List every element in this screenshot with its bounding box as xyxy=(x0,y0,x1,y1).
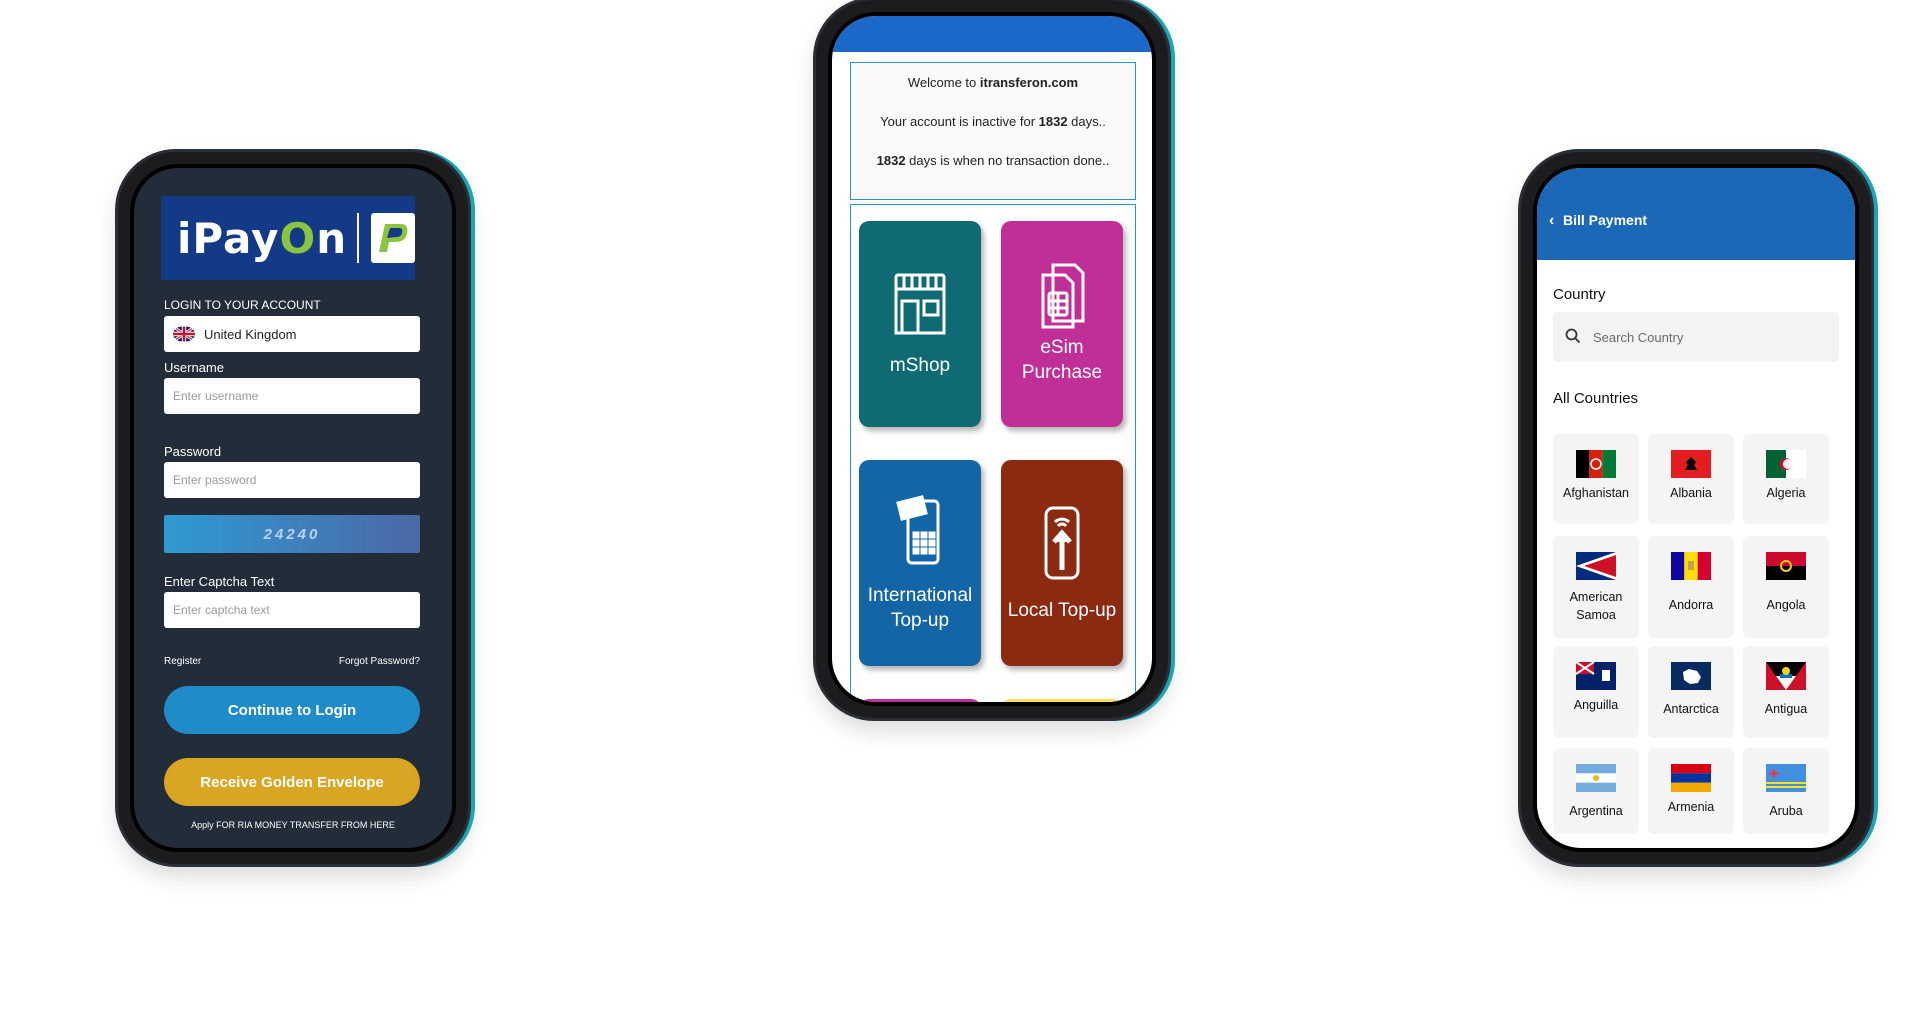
tile-partial[interactable] xyxy=(859,699,981,702)
home-screen: Welcome to itransferon.com Your account … xyxy=(832,16,1152,702)
country-search-input[interactable]: Search Country xyxy=(1553,312,1839,362)
tile-label: International Top-up xyxy=(867,585,973,631)
tile-esim[interactable]: eSim Purchase xyxy=(1001,221,1123,427)
country-cell[interactable]: Angola xyxy=(1743,536,1829,638)
american-samoa-flag-icon xyxy=(1576,552,1616,580)
antarctica-flag-icon xyxy=(1671,662,1711,690)
tile-label: eSim Purchase xyxy=(1021,337,1103,383)
algeria-flag-icon xyxy=(1766,450,1806,478)
argentina-flag-icon xyxy=(1576,764,1616,792)
service-tiles: mShop eSim Purchase xyxy=(850,204,1136,702)
country-cell[interactable]: American Samoa xyxy=(1553,536,1639,638)
captcha-image: 24240 xyxy=(164,515,420,553)
captcha-input[interactable]: Enter captcha text xyxy=(164,592,420,628)
country-cell[interactable]: Argentina xyxy=(1553,748,1639,834)
password-label: Password xyxy=(164,444,222,459)
country-label: Country xyxy=(1553,286,1606,303)
inactive-line: Your account is inactive for 1832 days.. xyxy=(880,114,1106,129)
golden-envelope-button[interactable]: Receive Golden Envelope xyxy=(164,758,420,806)
mobile-topup-icon xyxy=(894,493,946,571)
shop-icon xyxy=(893,271,947,343)
ipayon-logo: iPayOn xyxy=(161,196,415,280)
country-select-value: United Kingdom xyxy=(204,326,297,342)
country-cell[interactable]: Afghanistan xyxy=(1553,434,1639,524)
anguilla-flag-icon xyxy=(1576,662,1616,690)
register-link[interactable]: Register xyxy=(164,656,202,667)
phone-bezel: ‹ Bill Payment Country Search Country Al… xyxy=(1533,164,1859,852)
welcome-panel: Welcome to itransferon.com Your account … xyxy=(850,62,1136,200)
bill-title: Bill Payment xyxy=(1563,212,1648,228)
login-section-title: LOGIN TO YOUR ACCOUNT xyxy=(164,298,321,312)
all-countries-label: All Countries xyxy=(1553,390,1639,407)
angola-flag-icon xyxy=(1766,552,1806,580)
phone-bezel: iPayOn LOGIN TO YOUR ACCOUNT Un xyxy=(130,164,456,852)
back-chevron-icon[interactable]: ‹ xyxy=(1549,212,1555,229)
country-cell[interactable]: Antarctica xyxy=(1648,646,1734,738)
aruba-flag-icon xyxy=(1766,764,1806,792)
country-select[interactable]: United Kingdom xyxy=(164,316,420,352)
bill-phone: ‹ Bill Payment Country Search Country Al… xyxy=(1521,152,1871,864)
bill-screen: ‹ Bill Payment Country Search Country Al… xyxy=(1537,168,1855,848)
tile-label: Local Top-up xyxy=(1007,600,1117,621)
welcome-line: Welcome to itransferon.com xyxy=(907,75,1079,90)
username-label: Username xyxy=(164,360,224,375)
search-placeholder: Search Country xyxy=(1593,329,1684,345)
country-cell[interactable]: Algeria xyxy=(1743,434,1829,524)
andorra-flag-icon xyxy=(1671,552,1711,580)
country-cell[interactable]: Albania xyxy=(1648,434,1734,524)
country-cell[interactable]: Aruba xyxy=(1743,748,1829,834)
tile-mshop[interactable]: mShop xyxy=(859,221,981,427)
tile-local-topup[interactable]: Local Top-up xyxy=(1001,460,1123,666)
phone-bezel: Welcome to itransferon.com Your account … xyxy=(828,12,1156,706)
continue-login-button[interactable]: Continue to Login xyxy=(164,686,420,734)
password-input[interactable]: Enter password xyxy=(164,462,420,498)
tile-partial[interactable] xyxy=(1001,699,1123,702)
login-screen: iPayOn LOGIN TO YOUR ACCOUNT Un xyxy=(134,168,452,848)
afghanistan-flag-icon xyxy=(1576,450,1616,478)
country-cell[interactable]: Armenia xyxy=(1648,748,1734,834)
country-cell[interactable]: Andorra xyxy=(1648,536,1734,638)
ipayon-mark-icon xyxy=(370,213,415,263)
phone-arrow-up-icon xyxy=(1042,504,1082,588)
tile-label: mShop xyxy=(889,355,951,376)
country-cell[interactable]: Anguilla xyxy=(1553,646,1639,738)
albania-flag-icon xyxy=(1671,450,1711,478)
top-app-bar xyxy=(832,16,1152,52)
sim-card-icon xyxy=(1039,263,1085,335)
tile-international-topup[interactable]: International Top-up xyxy=(859,460,981,666)
captcha-label: Enter Captcha Text xyxy=(164,574,275,589)
bill-header: ‹ Bill Payment xyxy=(1537,168,1855,260)
home-phone: Welcome to itransferon.com Your account … xyxy=(816,0,1168,718)
ria-footnote-link[interactable]: Apply FOR RIA MONEY TRANSFER FROM HERE xyxy=(191,820,395,830)
uk-flag-icon xyxy=(173,326,195,342)
antigua-flag-icon xyxy=(1766,662,1806,690)
country-cell[interactable]: Antigua xyxy=(1743,646,1829,738)
search-icon xyxy=(1565,328,1581,347)
username-input[interactable]: Enter username xyxy=(164,378,420,414)
forgot-password-link[interactable]: Forgot Password? xyxy=(338,656,420,667)
no-transaction-line: 1832 days is when no transaction done.. xyxy=(876,153,1110,168)
login-phone: iPayOn LOGIN TO YOUR ACCOUNT Un xyxy=(118,152,468,864)
armenia-flag-icon xyxy=(1671,764,1711,792)
